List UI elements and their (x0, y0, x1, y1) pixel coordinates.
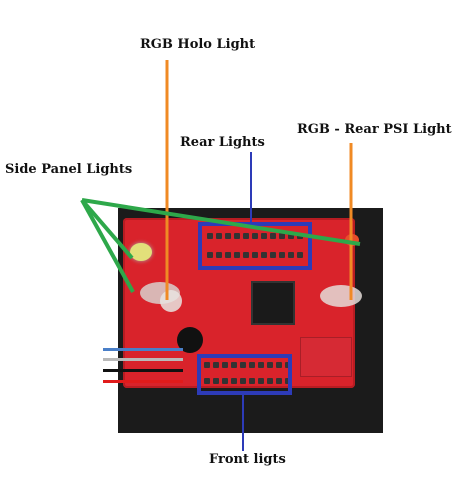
front-lights-label: Front ligts (209, 452, 286, 467)
wire-red (103, 380, 183, 383)
rear-lights-label: Rear Lights (180, 135, 265, 150)
side-pointer-to-psi (81, 198, 361, 246)
holo-light-label: RGB Holo Light (140, 37, 256, 52)
side-panel-lights-label: Side Panel Lights (5, 162, 133, 177)
wire-blue (103, 348, 183, 351)
rear-psi-light-label: RGB - Rear PSI Light (297, 122, 452, 137)
side-pointer-to-yellow (80, 198, 134, 260)
dip-switch (300, 337, 352, 377)
yellow-led (130, 243, 152, 261)
rear-highlight-box (198, 222, 312, 270)
wire-black (103, 369, 183, 372)
front-highlight-box (197, 354, 292, 395)
microcontroller-chip (253, 283, 293, 323)
wire-grey (103, 358, 183, 361)
side-pointer-to-clear (80, 199, 135, 293)
rear-header-row-bottom (207, 252, 303, 258)
